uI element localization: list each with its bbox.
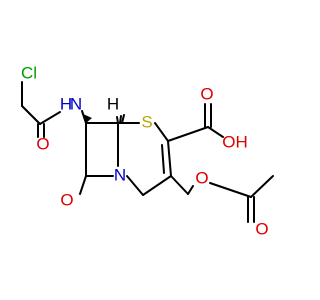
- bond-ch2-n: [126, 175, 144, 196]
- ring-nitrogen-label: N: [114, 165, 126, 184]
- wedge-bond-c7-nh: [83, 114, 92, 123]
- bond-c3-ch2o: [170, 175, 189, 195]
- cephalosporin-structure: Cl N H O O N H S O OH O O: [21, 63, 274, 238]
- carboxyl-oxygen-label: O: [200, 84, 213, 103]
- bond-co-nh: [39, 111, 61, 125]
- bond-c2-c3: [167, 140, 172, 177]
- carboxyl-hydroxyl-label: OH: [222, 132, 248, 151]
- stereocenter-hydrogen-label: H: [107, 94, 119, 113]
- bond-c2-cooh: [167, 126, 209, 142]
- bond-o-acetylc: [209, 182, 252, 198]
- sulfur-label: S: [141, 112, 152, 131]
- bond-cooh-oh: [207, 126, 224, 138]
- beta-lactam-oxygen-label: O: [60, 190, 73, 209]
- bond-ch2-co: [21, 105, 41, 125]
- bond-acetylc-ch3: [250, 175, 274, 198]
- hashed-bond-c6-h: [116, 114, 125, 124]
- acetyl-oxygen-label: O: [255, 219, 268, 238]
- amide-oxygen-label: O: [36, 134, 49, 153]
- bond-c8-o: [79, 175, 87, 195]
- bond-s-c2: [154, 122, 169, 142]
- ester-oxygen-label: O: [195, 168, 208, 187]
- chlorine-label: Cl: [21, 63, 37, 82]
- bond-c3-ch2: [142, 175, 172, 196]
- bond-ch2o-o: [187, 185, 194, 195]
- bond-c2-c3-double: [161, 144, 165, 174]
- amide-nitrogen-label: N: [70, 94, 82, 113]
- amide-hydrogen-label: H: [60, 94, 72, 113]
